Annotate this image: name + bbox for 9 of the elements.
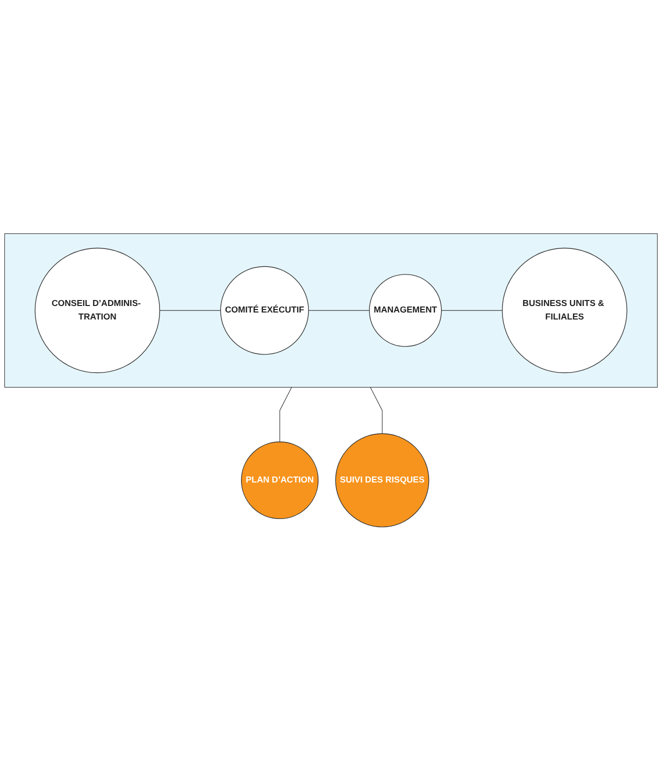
cluster [4, 233, 658, 388]
node-circle: PLAN D’ACTION [241, 441, 319, 519]
connector [370, 386, 383, 434]
node-circle: CONSEIL D’ADMINIS- TRATION [34, 248, 160, 373]
connector [279, 386, 292, 442]
node-circle: MANAGEMENT [369, 274, 442, 347]
node-circle: BUSINESS UNITS & FILIALES [502, 248, 628, 373]
node-circle: SUIVI DES RISQUES [335, 433, 430, 527]
node-circle: COMITÉ EXÉCUTIF [220, 266, 309, 354]
